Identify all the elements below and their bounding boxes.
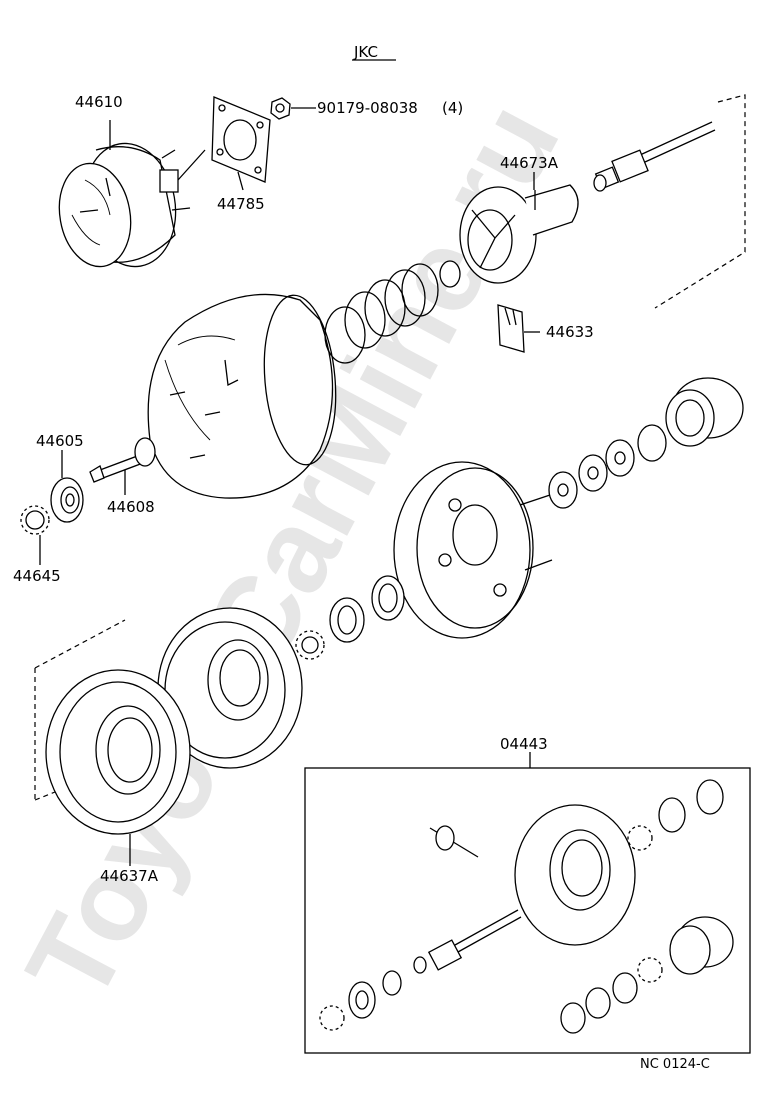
reference-lines [34, 94, 746, 801]
check-valve-drawing [89, 437, 156, 495]
return-spring-drawing [324, 263, 439, 364]
snap-ring-drawing [20, 505, 50, 565]
booster-shell-drawing [147, 293, 337, 499]
rear-shell-drawing [157, 607, 303, 769]
gasket-plate-drawing [211, 96, 271, 191]
bearing-drawing [50, 450, 84, 523]
model-code-header: JKC [352, 43, 396, 61]
valve-body-drawing [459, 184, 579, 284]
label-44608: 44608 [107, 498, 155, 516]
diaphragm-drawing [45, 669, 191, 866]
label-44633: 44633 [546, 323, 594, 341]
key-plate-drawing [497, 304, 540, 353]
seal-ring-drawing [295, 575, 405, 660]
label-44605: 44605 [36, 432, 84, 450]
svg-text:JKC: JKC [353, 43, 378, 61]
nut-drawing [270, 97, 316, 120]
washer-drawing [439, 260, 461, 288]
label-44610: 44610 [75, 93, 123, 111]
booster-assembly-drawing [58, 120, 206, 268]
label-04443: 04443 [500, 735, 548, 753]
cup-set-drawing [548, 377, 744, 509]
kit-box [304, 752, 751, 1054]
label-44637a: 44637A [100, 867, 159, 885]
diaphragm-plate-drawing [393, 461, 553, 639]
label-44645: 44645 [13, 567, 61, 585]
push-rod-drawing [593, 121, 716, 192]
label-44785: 44785 [217, 195, 265, 213]
label-90179-08038: 90179-08038 [317, 99, 418, 117]
label-90179-qty: (4) [442, 99, 463, 117]
drawing-code: NC 0124-C [640, 1057, 710, 1072]
label-44673a: 44673A [500, 154, 559, 172]
